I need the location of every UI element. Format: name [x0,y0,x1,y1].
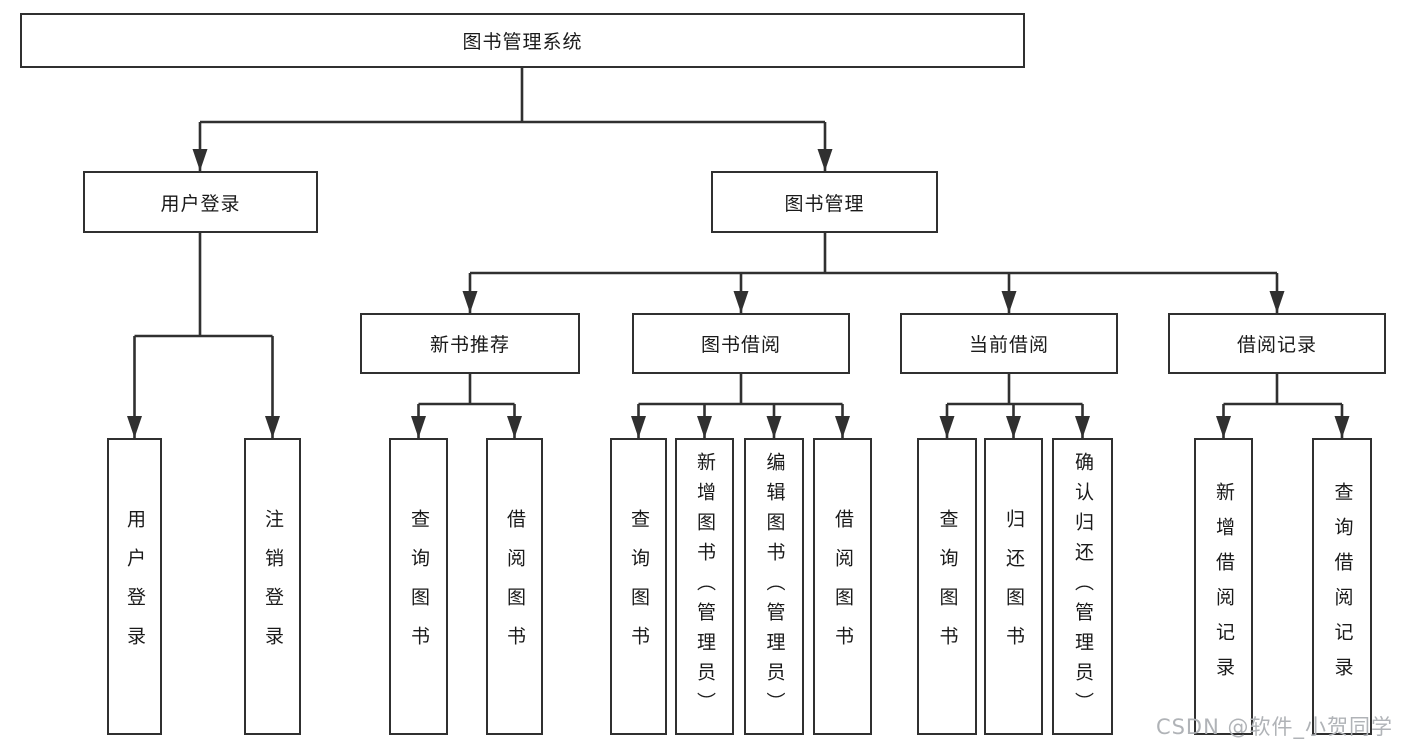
leaf-label: 借阅图书 [832,508,854,665]
node-current-borrow: 当前借阅 [900,313,1118,374]
leaf-logout-login: 注销登录 [244,438,301,735]
leaf-label: 查询图书 [408,508,430,665]
leaf-label: 借阅图书 [504,508,526,665]
leaf-label: 新增图书（管理员） [694,451,716,722]
leaf-label: 注销登录 [262,508,284,665]
leaf-query-books-recommend: 查询图书 [389,438,448,735]
leaf-label: 用户登录 [124,508,146,665]
leaf-confirm-return-admin: 确认归还（管理员） [1052,438,1113,735]
leaf-return-books: 归还图书 [984,438,1043,735]
node-book-management: 图书管理 [711,171,938,233]
leaf-user-login: 用户登录 [107,438,162,735]
leaf-label: 新增借阅记录 [1213,481,1235,692]
leaf-label: 查询借阅记录 [1331,481,1354,692]
node-new-book-recommend: 新书推荐 [360,313,580,374]
node-borrow-record: 借阅记录 [1168,313,1386,374]
node-book-borrow: 图书借阅 [632,313,850,374]
leaf-edit-books-admin: 编辑图书（管理员） [744,438,804,735]
arrowheads [127,149,1350,438]
leaf-query-borrow-record: 查询借阅记录 [1312,438,1372,735]
leaf-query-books-current: 查询图书 [917,438,977,735]
leaf-borrow-books: 借阅图书 [813,438,872,735]
leaf-label: 查询图书 [936,508,959,665]
leaf-label: 归还图书 [1003,508,1025,665]
leaf-label: 查询图书 [628,508,650,665]
csdn-watermark: CSDN @软件_小贺同学 [1155,715,1393,739]
leaf-add-books-admin: 新增图书（管理员） [675,438,734,735]
node-library-management-system: 图书管理系统 [20,13,1025,68]
leaf-add-borrow-record: 新增借阅记录 [1194,438,1253,735]
leaf-label: 确认归还（管理员） [1072,451,1094,722]
leaf-query-books-borrow: 查询图书 [610,438,667,735]
leaf-label: 编辑图书（管理员） [763,451,786,722]
node-user-login: 用户登录 [83,171,318,233]
leaf-borrow-books-recommend: 借阅图书 [486,438,543,735]
